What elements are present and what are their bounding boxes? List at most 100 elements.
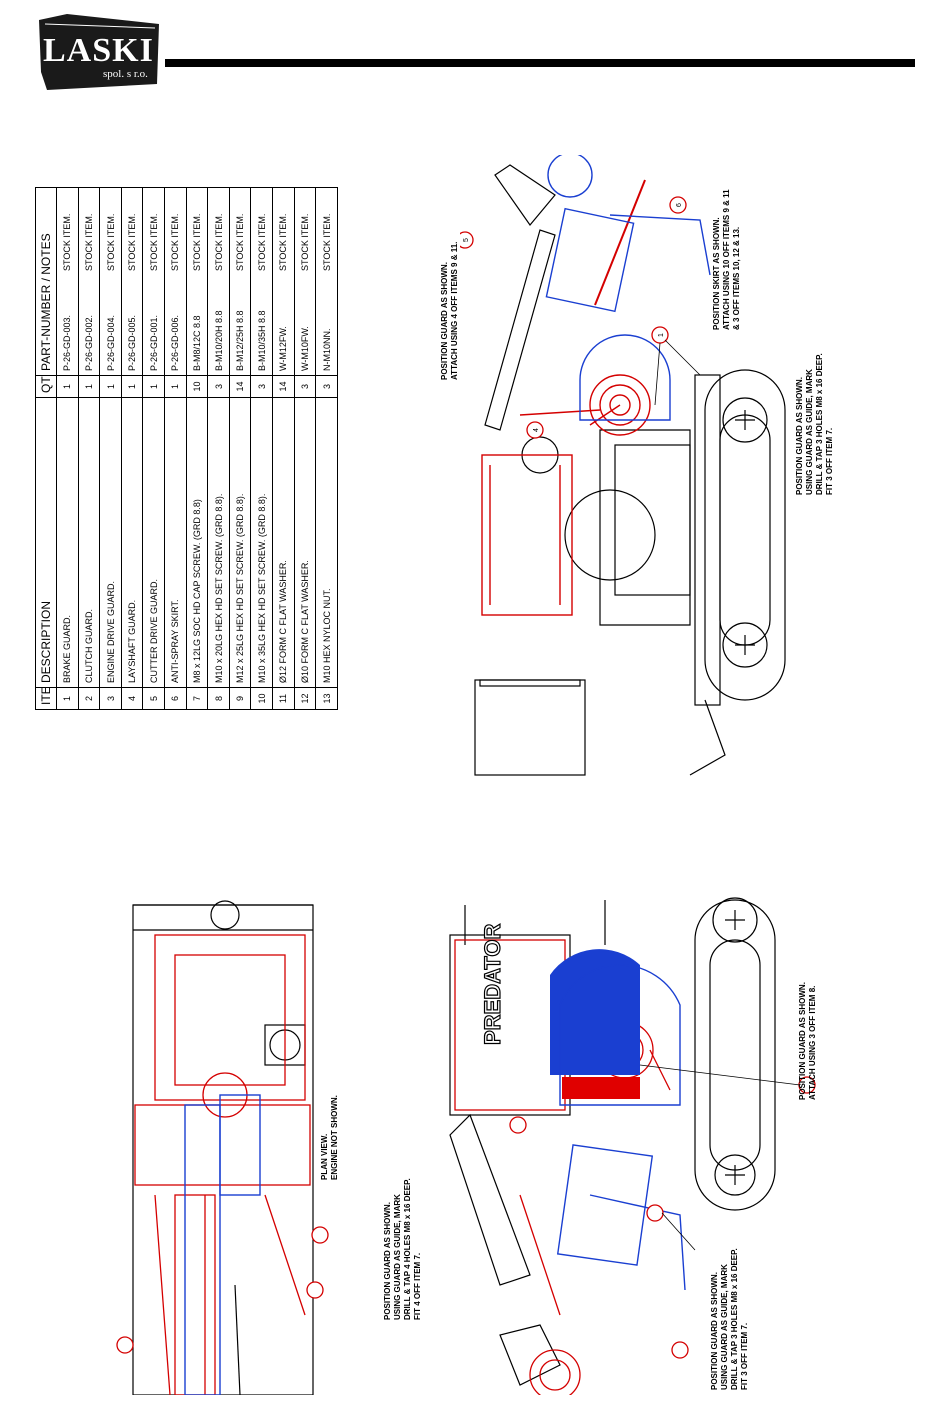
balloon-6-bottom-icon	[671, 1341, 689, 1359]
part-number: B-M10/20H 8.8	[213, 310, 224, 371]
balloon-4-top: 4	[533, 428, 540, 432]
laski-logo: LASKI spol. s r.o.	[37, 12, 162, 92]
cell-item: 11	[272, 687, 295, 710]
part-note: STOCK ITEM.	[300, 213, 310, 271]
note-plan-view: PLAN VIEW. ENGINE NOT SHOWN.	[320, 1095, 339, 1180]
part-note: STOCK ITEM.	[213, 213, 224, 271]
note-guard-items-9-11: POSITION GUARD AS SHOWN. ATTACH USING 4 …	[440, 241, 459, 380]
cell-description: CUTTER DRIVE GUARD.	[142, 397, 165, 688]
cell-item: 9	[229, 687, 251, 710]
part-number: B-M12/25H 8.8	[235, 310, 246, 371]
cell-qty: 3	[250, 375, 273, 398]
cell-description: M10 x 35LG HEX HD SET SCREW. (GRD 8.8).	[250, 397, 273, 688]
balloon-5-plan-icon	[116, 1336, 134, 1354]
cell-item: 1	[56, 687, 79, 710]
cell-qty: 3	[207, 375, 230, 398]
cell-description: M10 x 20LG HEX HD SET SCREW. (GRD 8.8).	[207, 397, 230, 688]
cell-part-number: N-M10NN. STOCK ITEM.	[315, 187, 338, 376]
part-note: STOCK ITEM.	[235, 213, 246, 271]
part-note: STOCK ITEM.	[62, 213, 73, 271]
cell-qty: 10	[186, 375, 208, 398]
cell-description: ANTI-SPRAY SKIRT.	[164, 397, 187, 688]
cell-item: 4	[121, 687, 143, 710]
track-outline	[704, 369, 786, 701]
part-number: P-26-GD-006.	[170, 314, 181, 371]
part-number: B-M10/35H 8.8	[256, 310, 267, 371]
logo-shape-icon	[39, 14, 159, 90]
balloon-6-top: 6	[676, 203, 683, 207]
cell-qty: 14	[272, 375, 295, 398]
track-outline-bottom	[694, 899, 776, 1211]
cell-part-number: P-26-GD-005.STOCK ITEM.	[121, 187, 143, 376]
plan-view-drawing	[116, 900, 329, 1395]
header-qty: QTY	[35, 375, 57, 398]
part-number: P-26-GD-001.	[148, 314, 159, 371]
engine-frame	[599, 429, 691, 626]
cell-item: 6	[164, 687, 187, 710]
part-number: B-M8/12C 8.8	[191, 315, 202, 371]
cell-part-number: W-M12FW. STOCK ITEM.	[272, 187, 295, 376]
part-note: STOCK ITEM.	[127, 213, 138, 271]
note-drill-tap-plan: POSITION GUARD AS SHOWN. USING GUARD AS …	[383, 1178, 422, 1320]
cell-qty: 1	[164, 375, 187, 398]
cell-qty: 1	[78, 375, 100, 398]
cell-description: CLUTCH GUARD.	[78, 397, 100, 688]
cell-item: 7	[186, 687, 208, 710]
cell-qty: 3	[315, 375, 338, 398]
part-note: STOCK ITEM.	[83, 213, 94, 271]
logo-subtitle: spol. s r.o.	[103, 68, 148, 80]
part-note: STOCK ITEM.	[256, 213, 267, 271]
balloon-2-plan-icon	[311, 1226, 329, 1244]
brake-guard-outline	[579, 334, 671, 421]
cell-item: 8	[207, 687, 230, 710]
cell-description: LAYSHAFT GUARD.	[121, 397, 143, 688]
cell-qty: 14	[229, 375, 251, 398]
header-item: ITEM	[35, 687, 57, 710]
cell-part-number: B-M10/35H 8.8 STOCK ITEM.	[250, 187, 273, 376]
cell-part-number: W-M10FW. STOCK ITEM.	[294, 187, 316, 376]
conveyor-boom	[484, 229, 556, 431]
part-number: P-26-GD-002.	[83, 314, 94, 371]
cell-part-number: B-M8/12C 8.8STOCK ITEM.	[186, 187, 208, 376]
part-note: STOCK ITEM.	[278, 213, 289, 271]
side-view-drawing-top: 1 4 5 6	[460, 155, 786, 776]
cell-description: M12 x 25LG HEX HD SET SCREW. (GRD 8.8).	[229, 397, 251, 688]
cell-description: BRAKE GUARD.	[56, 397, 79, 688]
part-number: W-M10FW.	[300, 326, 310, 371]
cell-qty: 3	[294, 375, 316, 398]
cell-description: ENGINE DRIVE GUARD.	[99, 397, 122, 688]
cell-part-number: P-26-GD-006.STOCK ITEM.	[164, 187, 187, 376]
part-number: P-26-GD-004.	[105, 314, 116, 371]
cell-item: 10	[250, 687, 273, 710]
parts-table: ITEM DESCRIPTION QTY PART-NUMBER / NOTES…	[35, 187, 338, 710]
cell-description: M8 x 12LG SOC HD CAP SCREW. (GRD 8.8)	[186, 397, 208, 688]
part-number: W-M12FW.	[278, 326, 289, 371]
balloon-2-bottom-icon	[646, 1204, 664, 1222]
cell-qty: 1	[99, 375, 122, 398]
cell-qty: 1	[56, 375, 79, 398]
part-number: N-M10NN.	[321, 328, 332, 371]
note-drill-tap-bottom: POSITION GUARD AS SHOWN. USING GUARD AS …	[710, 1248, 749, 1390]
cell-item: 2	[78, 687, 100, 710]
balloon-5-top: 5	[463, 238, 470, 242]
balloon-4-plan-icon	[306, 1281, 324, 1299]
note-drill-tap-top: POSITION GUARD AS SHOWN. USING GUARD AS …	[795, 353, 834, 495]
cell-part-number: P-26-GD-001. STOCK ITEM.	[142, 187, 165, 376]
part-note: STOCK ITEM.	[321, 213, 332, 271]
header-rule	[165, 59, 915, 67]
part-note: STOCK ITEM.	[148, 213, 159, 271]
engine-box	[474, 679, 586, 776]
part-number: P-26-GD-003.	[62, 314, 73, 371]
balloon-4-top-icon	[526, 421, 544, 439]
cell-part-number: P-26-GD-004.STOCK ITEM.	[99, 187, 122, 376]
